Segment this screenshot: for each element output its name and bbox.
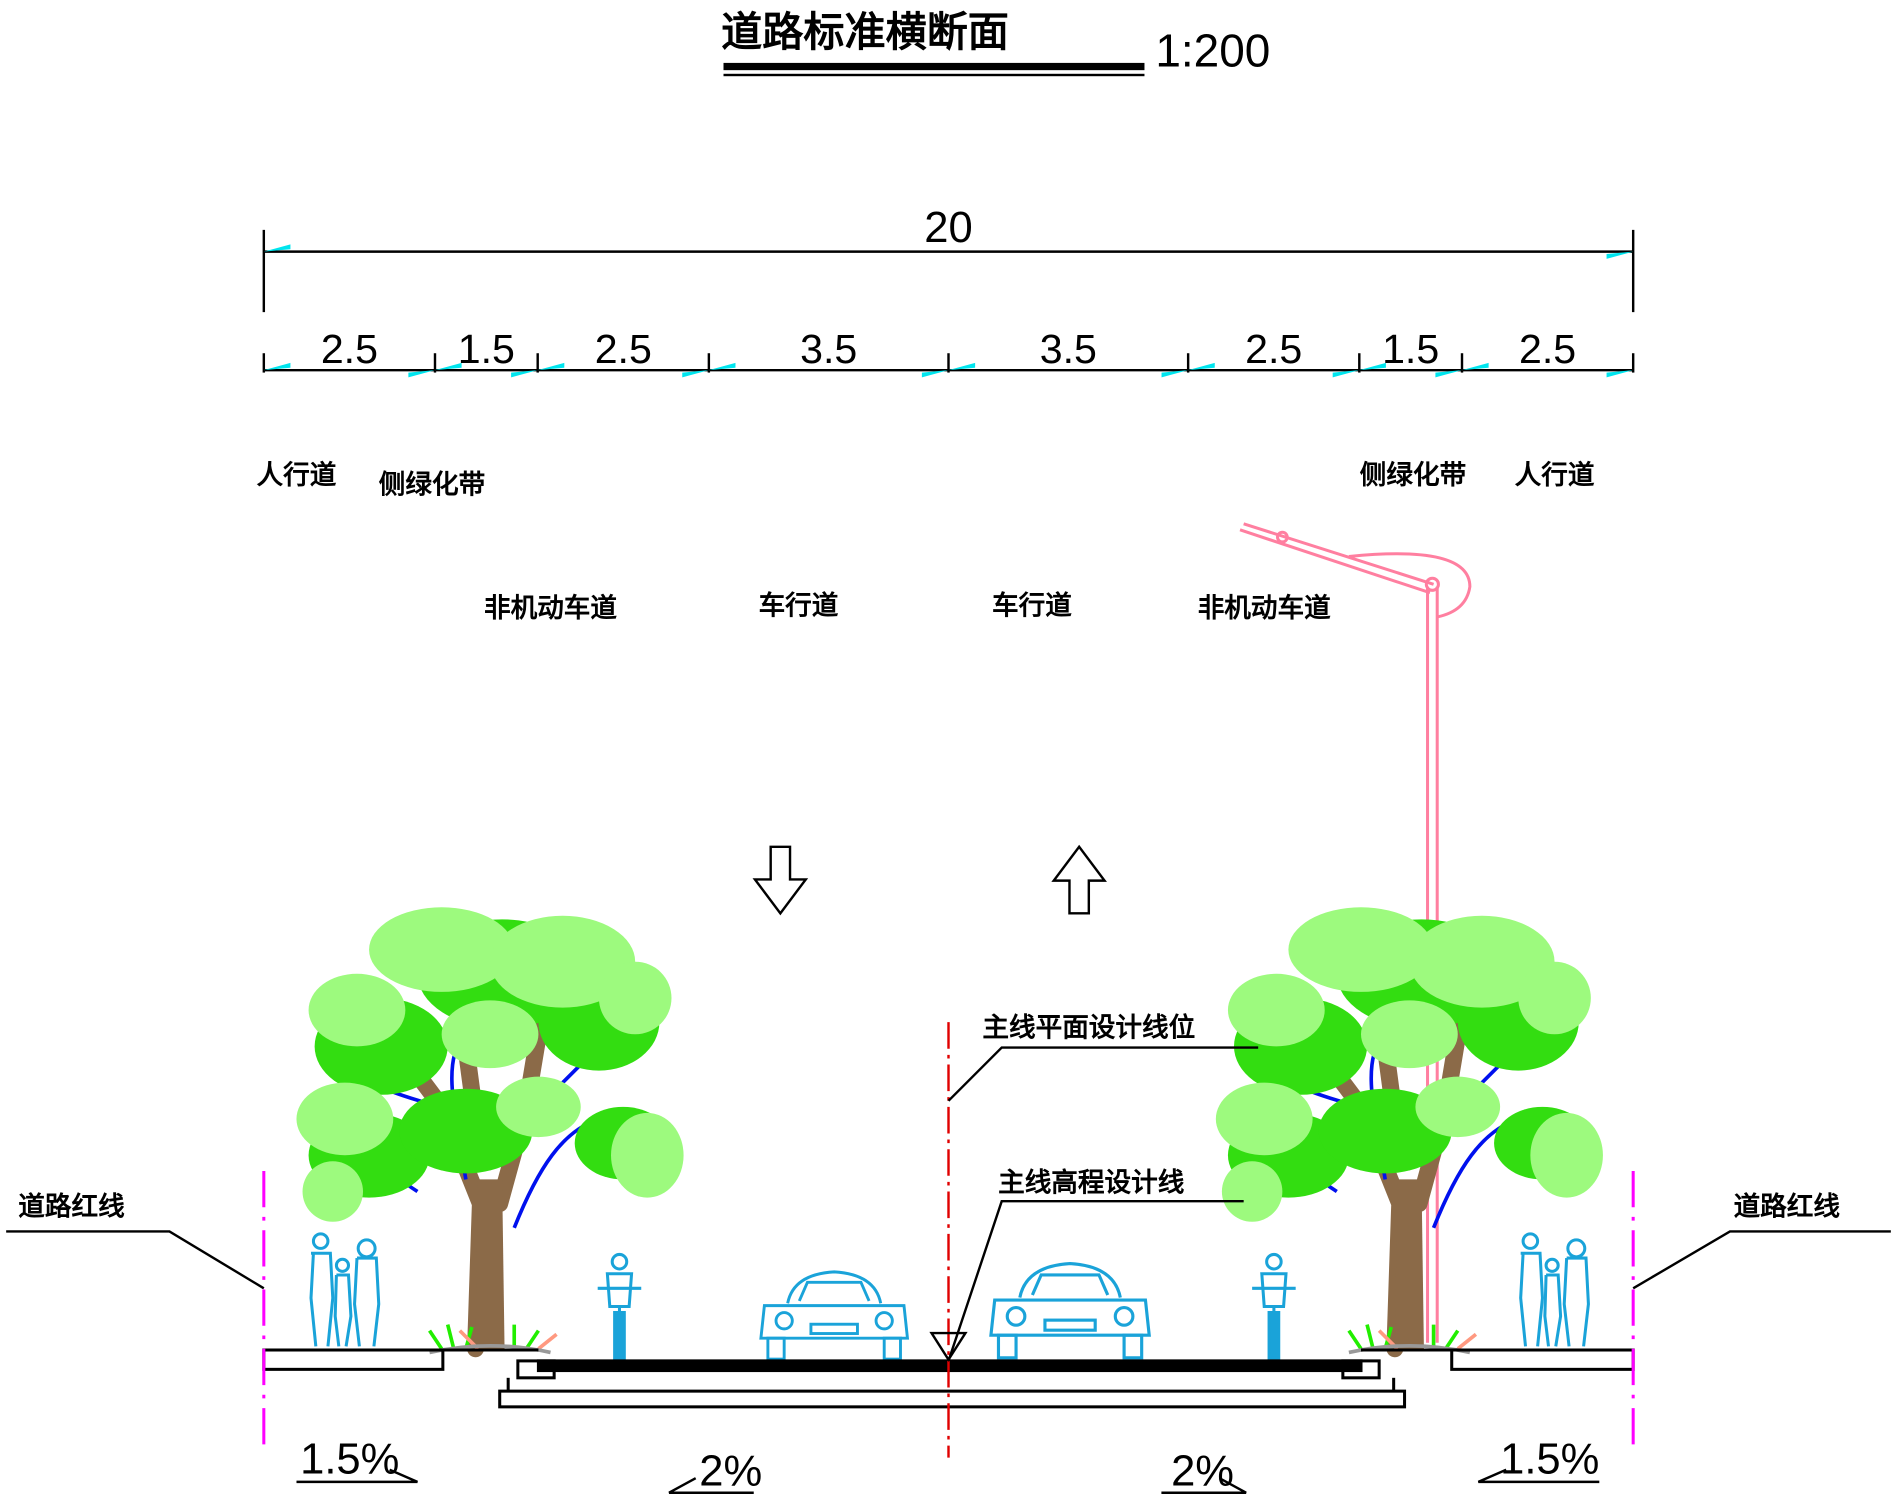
total-dimension: 20 [262, 204, 1635, 313]
dimension-arrow-icon [434, 362, 462, 371]
label-green-belt-right: 侧绿化带 [1360, 460, 1466, 491]
segment-width-label: 2.5 [1519, 326, 1576, 372]
segment-width-label: 3.5 [1040, 326, 1097, 372]
slope-arrow-right-sidewalk [1477, 1468, 1600, 1484]
car-right [989, 1261, 1151, 1360]
slope-arrow-left-road [668, 1477, 754, 1494]
label-green-belt-left: 侧绿化带 [379, 470, 485, 501]
slope-left-sidewalk: 1.5% [300, 1435, 399, 1483]
slope-arrow-right-road [1161, 1477, 1247, 1494]
title-underline-thick [723, 62, 1145, 71]
dimension-arrow-icon [1462, 362, 1489, 371]
car-left [759, 1270, 909, 1361]
dimension-arrow-icon [1332, 370, 1360, 378]
segment-width-label: 2.5 [321, 326, 378, 372]
drawing-scale: 1:200 [1155, 25, 1270, 77]
pedestrians-left [309, 1232, 381, 1348]
red-line-right-leader [1632, 1230, 1891, 1290]
slope-right-sidewalk: 1.5% [1500, 1435, 1599, 1483]
elevation-marker-icon [929, 1331, 968, 1362]
slope-left-road: 2% [699, 1447, 762, 1495]
plan-centerline-leader [947, 1046, 1259, 1102]
label-sidewalk-right: 人行道 [1515, 460, 1595, 491]
drawing-title: 道路标准横断面 [721, 8, 1009, 56]
label-bike-lane-left: 非机动车道 [484, 593, 617, 624]
label-carriageway-left: 车行道 [759, 591, 839, 622]
segment-width-label: 2.5 [1245, 326, 1302, 372]
slope-arrow-left-sidewalk [296, 1468, 418, 1484]
plan-centerline-label: 主线平面设计线位 [982, 1013, 1195, 1044]
dimension-arrow-icon [263, 362, 291, 371]
profile-line-label: 主线高程设计线 [998, 1168, 1185, 1199]
segment-width-label: 1.5 [1382, 326, 1439, 372]
cyclist-right [1250, 1252, 1298, 1360]
segment-width-label: 2.5 [595, 326, 652, 372]
red-line-left-label: 道路红线 [18, 1192, 125, 1223]
dimension-arrow-icon [408, 370, 435, 378]
dimension-arrow-icon [1606, 370, 1634, 378]
label-carriageway-right: 车行道 [992, 591, 1072, 622]
total-width-label: 20 [924, 204, 972, 252]
profile-line-leader [947, 1200, 1244, 1362]
red-line-left-leader [6, 1230, 265, 1290]
label-bike-lane-right: 非机动车道 [1198, 593, 1331, 624]
title-underline-thin [723, 73, 1145, 77]
direction-arrow-up [1051, 844, 1107, 915]
cyclist-left [596, 1252, 643, 1360]
slope-right-road: 2% [1171, 1447, 1234, 1495]
label-sidewalk-left: 人行道 [257, 460, 337, 491]
segment-width-label: 3.5 [800, 326, 857, 372]
dimension-arrow-icon [1435, 370, 1463, 378]
direction-arrow-down [752, 845, 809, 916]
segment-dimensions: 2.5 1.5 2.5 3.5 3.5 2.5 1.5 2.5 [262, 326, 1635, 378]
pedestrians-right [1519, 1232, 1590, 1348]
red-line-right-label: 道路红线 [1734, 1192, 1841, 1223]
segment-width-label: 1.5 [458, 326, 515, 372]
